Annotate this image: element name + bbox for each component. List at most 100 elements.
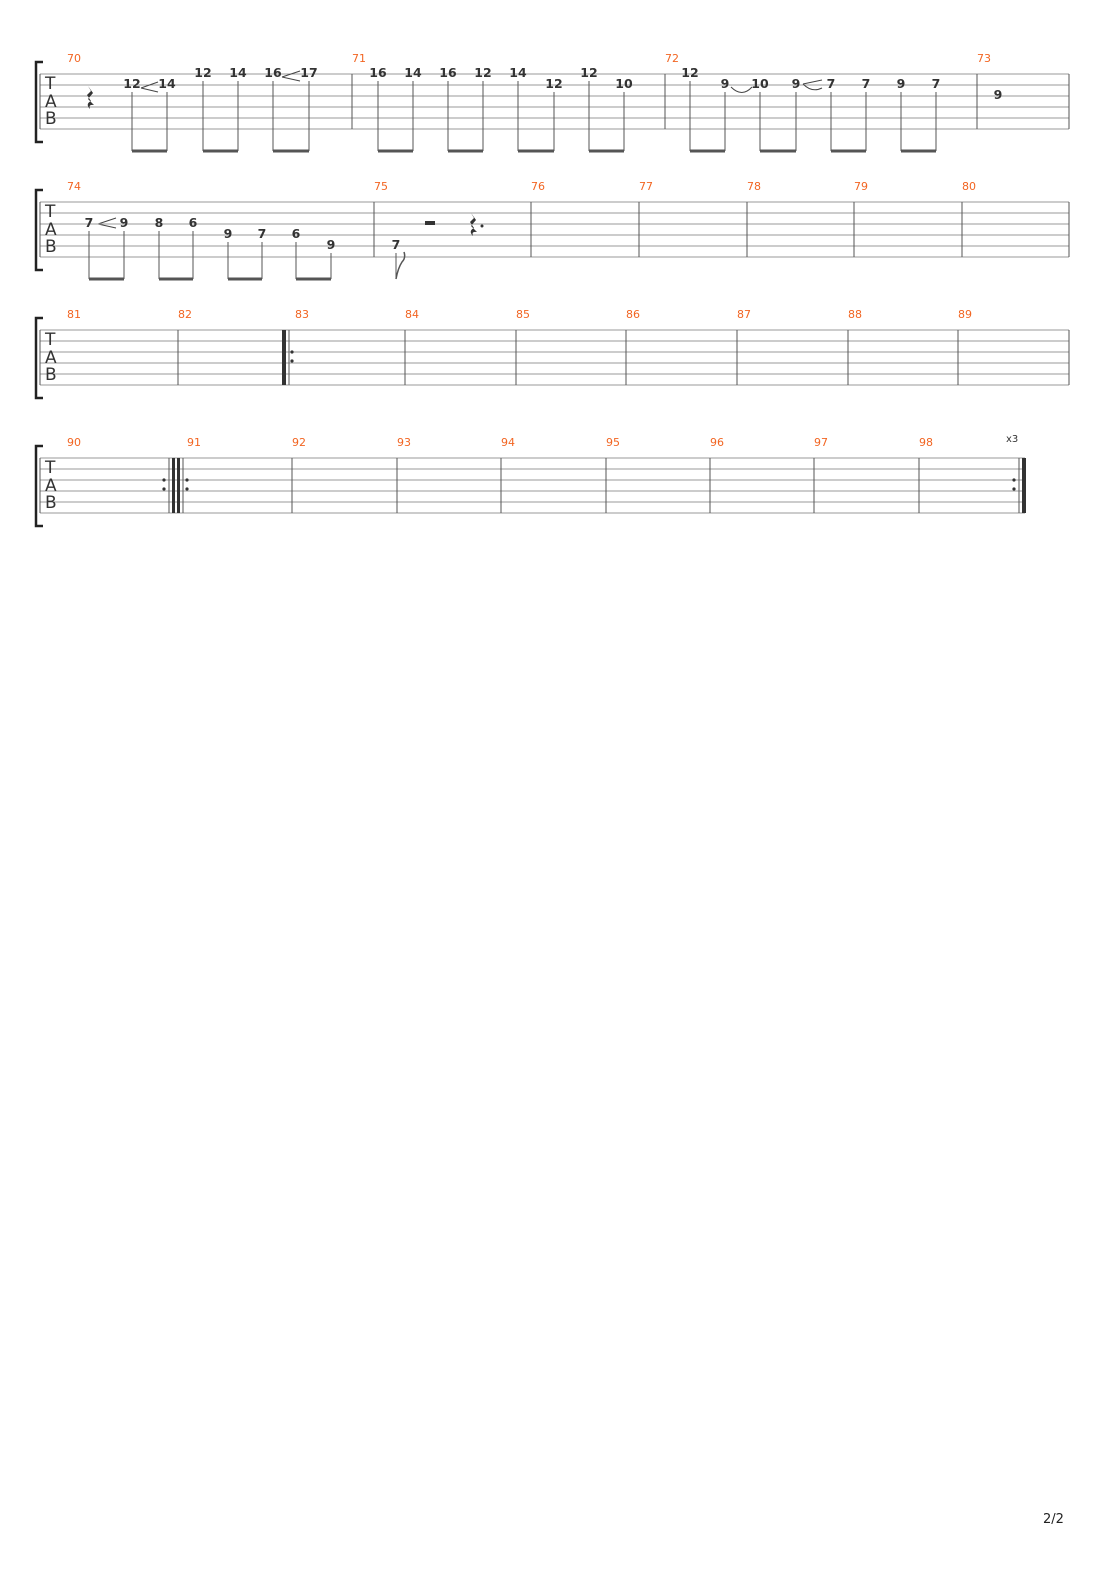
measure-number: 77 [639,180,653,193]
dot [480,224,484,228]
repeat-thick-bar [177,458,180,513]
measure-number: 71 [352,52,366,65]
repeat-dot [162,478,166,482]
fret-number: 6 [292,226,301,241]
repeat-start-thick-bar [282,330,286,385]
fret-number: 9 [721,76,730,91]
repeat-dot [162,487,166,491]
fret-number: 7 [862,76,871,91]
note-flag [395,251,406,280]
note-stems [131,81,937,151]
staff-lines [40,329,1069,386]
fret-number: 14 [509,65,527,80]
tab-letter-b: B [45,109,57,129]
system-2: T A B 74 75 76 77 78 79 80 7 9 8 6 9 7 6… [34,180,1070,281]
measure-number: 70 [67,52,81,65]
measure-number: 93 [397,436,411,449]
repeat-count: x3 [1006,434,1018,445]
repeat-dot [1012,487,1016,491]
fret-number: 9 [120,215,129,230]
fret-number: 6 [189,215,198,230]
fret-number: 10 [615,76,633,91]
measure-number: 75 [374,180,388,193]
tab-letter-a: A [45,92,57,112]
slide-marks [97,70,823,229]
tab-letter-a: A [45,348,57,368]
fret-number: 12 [580,65,597,80]
measure-number: 84 [405,308,419,321]
quarter-rest [87,86,94,109]
barlines [39,330,1070,385]
system-bracket [34,444,43,528]
fret-number: 17 [300,65,317,80]
barlines [39,202,1070,257]
measure-number: 76 [531,180,545,193]
fret-number: 9 [792,76,801,91]
fret-number: 9 [327,237,336,252]
fret-number: 9 [224,226,233,241]
repeat-dot [290,359,294,363]
note-stems [88,231,397,279]
system-bracket [34,316,43,400]
measure-number: 72 [665,52,679,65]
system-bracket [34,60,43,144]
tab-letter-t: T [44,202,56,222]
fret-number: 16 [264,65,282,80]
measure-number: 73 [977,52,991,65]
repeat-dot [185,478,189,482]
measure-number: 74 [67,180,81,193]
fret-number: 9 [897,76,906,91]
fret-number: 7 [392,237,401,252]
measure-number: 89 [958,308,972,321]
tab-letter-b: B [45,493,57,513]
tab-letter-b: B [45,237,57,257]
repeat-end-thick-bar [1022,458,1026,513]
fret-number: 7 [827,76,836,91]
measure-number: 97 [814,436,828,449]
measure-number: 79 [854,180,868,193]
fret-number: 12 [123,76,140,91]
repeat-dot [1012,478,1016,482]
fret-number: 14 [158,76,176,91]
tab-letter-t: T [44,330,56,350]
fret-number: 12 [194,65,211,80]
staff-lines [40,201,1069,258]
measure-number: 81 [67,308,81,321]
measure-number: 90 [67,436,81,449]
measure-number: 88 [848,308,862,321]
staff-lines [40,457,1025,514]
fret-number: 14 [404,65,422,80]
measure-number: 96 [710,436,724,449]
tab-letter-b: B [45,365,57,385]
fret-number: 7 [258,226,267,241]
tab-letter-a: A [45,220,57,240]
measure-number: 80 [962,180,976,193]
half-rest [425,221,435,225]
fret-number: 12 [545,76,562,91]
measure-number: 98 [919,436,933,449]
quarter-rest [470,213,477,236]
measure-number: 85 [516,308,530,321]
measure-number: 78 [747,180,761,193]
fret-number: 7 [85,215,94,230]
tab-letter-t: T [44,74,56,94]
measure-number: 82 [178,308,192,321]
measure-number: 92 [292,436,306,449]
page-number: 2/2 [1043,1512,1064,1527]
measure-number: 86 [626,308,640,321]
fret-number: 12 [474,65,491,80]
repeat-dot [185,487,189,491]
system-bracket [34,188,43,272]
fret-number: 16 [369,65,387,80]
fret-number: 10 [751,76,769,91]
fret-number: 8 [155,215,164,230]
repeat-thick-bar [172,458,175,513]
measure-number: 91 [187,436,201,449]
fret-number: 16 [439,65,457,80]
measure-number: 95 [606,436,620,449]
barlines [39,74,1070,129]
fret-number: 12 [681,65,698,80]
fret-number: 14 [229,65,247,80]
measure-number: 94 [501,436,515,449]
